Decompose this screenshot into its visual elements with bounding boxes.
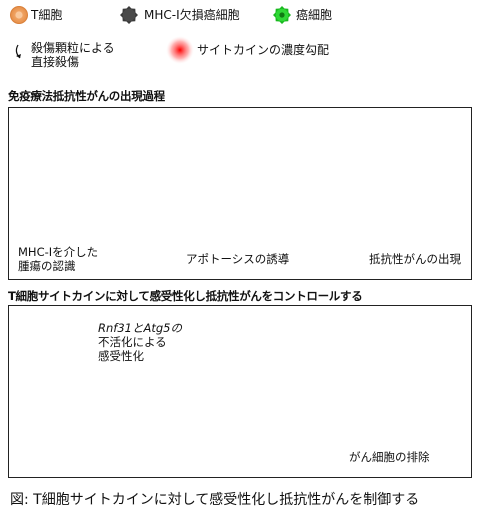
section2-title: T細胞サイトカインに対して感受性化し抵抗性がんをコントロールする	[8, 289, 363, 303]
legend-killing-label-1: 殺傷顆粒による	[31, 41, 115, 55]
label-gene-3: 感受性化	[98, 349, 144, 363]
legend-cytokine-label: サイトカインの濃度勾配	[197, 43, 330, 57]
section1-title: 免疫療法抵抗性がんの出現過程	[8, 89, 165, 103]
legend-mhc-deficient-icon	[120, 6, 138, 24]
panel2-cluster-sensitized	[176, 347, 240, 440]
label-gene-2: 不活化による	[98, 335, 167, 349]
label-gene-1: Rnf31とAtg5の	[98, 321, 182, 335]
arrow-icon	[271, 385, 300, 401]
panel1-cluster-resistant	[391, 163, 458, 236]
arrow-icon	[344, 185, 373, 201]
legend-mhc-deficient-label: MHC-I欠損癌細胞	[144, 8, 240, 22]
label-recognition-2: 腫瘍の認識	[18, 259, 76, 273]
label-resistant: 抵抗性がんの出現	[369, 252, 461, 266]
arrow-icon	[106, 183, 135, 199]
label-apoptosis: アポトーシスの誘導	[186, 252, 290, 266]
legend-cancer-label: 癌細胞	[296, 8, 333, 22]
legend-killing-arrow-icon	[15, 44, 21, 59]
legend-cytokine-gradient-icon	[166, 36, 194, 64]
legend-tcell-icon	[10, 6, 28, 24]
legend-tcell-label: T細胞	[31, 8, 63, 22]
arrow-icon	[112, 388, 141, 404]
label-recognition-1: MHC-Iを介した	[18, 245, 99, 259]
legend-killing-label-2: 直接殺傷	[31, 55, 80, 69]
panel1-cluster-recognition	[24, 143, 84, 233]
panel2-cluster-start	[23, 348, 86, 440]
figure-caption: 図: T細胞サイトカインに対して感受性化し抵抗性がんを制御する	[10, 492, 420, 508]
legend-cancer-icon	[273, 6, 291, 24]
label-elimination: がん細胞の排除	[349, 450, 430, 464]
